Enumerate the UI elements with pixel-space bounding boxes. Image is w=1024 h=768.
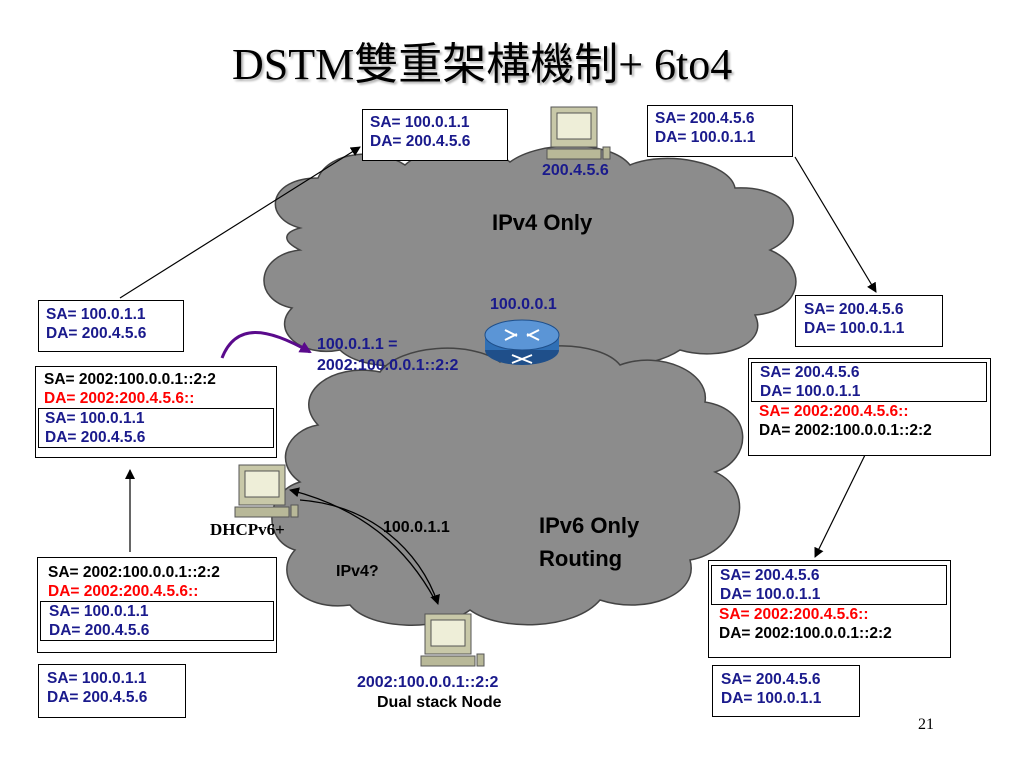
- outer-da-line: DA= 2002:100.0.0.1::2:2: [719, 625, 892, 642]
- outer-da-line: DA= 2002:200.4.5.6::: [48, 583, 199, 600]
- sa-line: SA= 200.4.5.6: [721, 671, 821, 688]
- ipv4-cloud-label: IPv4 Only: [492, 210, 593, 235]
- inner-sa-line: SA= 100.0.1.1: [49, 603, 149, 620]
- dhcp-label: DHCPv6+: [210, 520, 285, 539]
- ipv4-request-arrow: [299, 499, 440, 605]
- mapping-line1: 100.0.1.1 =: [317, 336, 398, 353]
- sa-line: SA= 100.0.1.1: [46, 306, 146, 323]
- packet-box-right-bottom: SA= 200.4.5.6 DA= 100.0.1.1: [712, 665, 860, 717]
- da-line: DA= 200.4.5.6: [370, 133, 471, 150]
- da-line: DA= 100.0.1.1: [655, 129, 756, 146]
- ipv6-cloud-label-line1: IPv6 Only: [539, 513, 640, 538]
- arrow-left-to-top: [119, 146, 361, 299]
- inner-sa-line: SA= 200.4.5.6: [760, 364, 860, 381]
- sa-line: SA= 200.4.5.6: [804, 301, 904, 318]
- arrow-top-right-to-right: [794, 156, 877, 293]
- inner-ipv4-packet: SA= 200.4.5.6 DA= 100.0.1.1: [751, 362, 987, 402]
- outer-sa-line: SA= 2002:100.0.0.1::2:2: [44, 371, 216, 388]
- sa-line: SA= 100.0.1.1: [47, 670, 147, 687]
- packet-box-left-ipv4: SA= 100.0.1.1 DA= 200.4.5.6: [38, 300, 184, 352]
- router-icon: [484, 319, 560, 365]
- da-line: DA= 100.0.1.1: [804, 320, 905, 337]
- packet-box-top-center: SA= 100.0.1.1 DA= 200.4.5.6: [362, 109, 508, 161]
- dual-stack-label: Dual stack Node: [377, 694, 502, 711]
- ipv6-cloud-label-line2: Routing: [539, 546, 623, 571]
- outer-da-line: DA= 2002:100.0.0.1::2:2: [759, 422, 932, 439]
- packet-box-left-bottom: SA= 100.0.1.1 DA= 200.4.5.6: [38, 664, 186, 718]
- ipv4-host-address: 200.4.5.6: [542, 162, 609, 179]
- tunnel-packet-left-upper: SA= 2002:100.0.0.1::2:2 DA= 2002:200.4.5…: [35, 366, 277, 458]
- tunnel-packet-left-lower: SA= 2002:100.0.0.1::2:2 DA= 2002:200.4.5…: [37, 557, 277, 653]
- inner-ipv4-packet: SA= 100.0.1.1 DA= 200.4.5.6: [38, 408, 274, 448]
- mapping-arrow: [220, 331, 312, 359]
- inner-sa-line: SA= 100.0.1.1: [45, 410, 145, 427]
- assigned-address: 100.0.1.1: [383, 519, 450, 536]
- inner-ipv4-packet: SA= 100.0.1.1 DA= 200.4.5.6: [40, 601, 274, 641]
- dhcp-response-arrow: [289, 487, 436, 601]
- sa-line: SA= 200.4.5.6: [655, 110, 755, 127]
- da-line: DA= 200.4.5.6: [46, 325, 147, 342]
- inner-da-line: DA= 200.4.5.6: [45, 429, 146, 446]
- packet-box-top-right: SA= 200.4.5.6 DA= 100.0.1.1: [647, 105, 793, 157]
- inner-ipv4-packet: SA= 200.4.5.6 DA= 100.0.1.1: [711, 565, 947, 605]
- tunnel-packet-right-upper: SA= 200.4.5.6 DA= 100.0.1.1 SA= 2002:200…: [748, 358, 991, 456]
- ipv4-question: IPv4?: [336, 563, 379, 580]
- packet-box-right-ipv4: SA= 200.4.5.6 DA= 100.0.1.1: [795, 295, 943, 347]
- outer-sa-line: SA= 2002:200.4.5.6::: [759, 403, 909, 420]
- da-line: DA= 100.0.1.1: [721, 690, 822, 707]
- inner-da-line: DA= 100.0.1.1: [760, 383, 861, 400]
- dhcp-server-computer-icon: [234, 464, 299, 518]
- ipv4-host-computer-icon: [546, 106, 611, 160]
- da-line: DA= 200.4.5.6: [47, 689, 148, 706]
- dual-stack-computer-icon: [420, 613, 485, 667]
- inner-da-line: DA= 100.0.1.1: [720, 586, 821, 603]
- slide-title: DSTM雙重架構機制+ 6to4: [232, 40, 733, 89]
- mapping-line2: 2002:100.0.0.1::2:2: [317, 357, 459, 374]
- outer-sa-line: SA= 2002:200.4.5.6::: [719, 606, 869, 623]
- router-address: 100.0.0.1: [490, 296, 557, 313]
- ipv6-cloud: [271, 345, 744, 626]
- sa-line: SA= 100.0.1.1: [370, 114, 470, 131]
- dual-stack-address: 2002:100.0.0.1::2:2: [357, 674, 499, 691]
- page-number: 21: [918, 716, 934, 733]
- outer-da-line: DA= 2002:200.4.5.6::: [44, 390, 195, 407]
- tunnel-packet-right-lower: SA= 200.4.5.6 DA= 100.0.1.1 SA= 2002:200…: [708, 560, 951, 658]
- inner-da-line: DA= 200.4.5.6: [49, 622, 150, 639]
- outer-sa-line: SA= 2002:100.0.0.1::2:2: [48, 564, 220, 581]
- inner-sa-line: SA= 200.4.5.6: [720, 567, 820, 584]
- arrow-right-down: [814, 454, 866, 558]
